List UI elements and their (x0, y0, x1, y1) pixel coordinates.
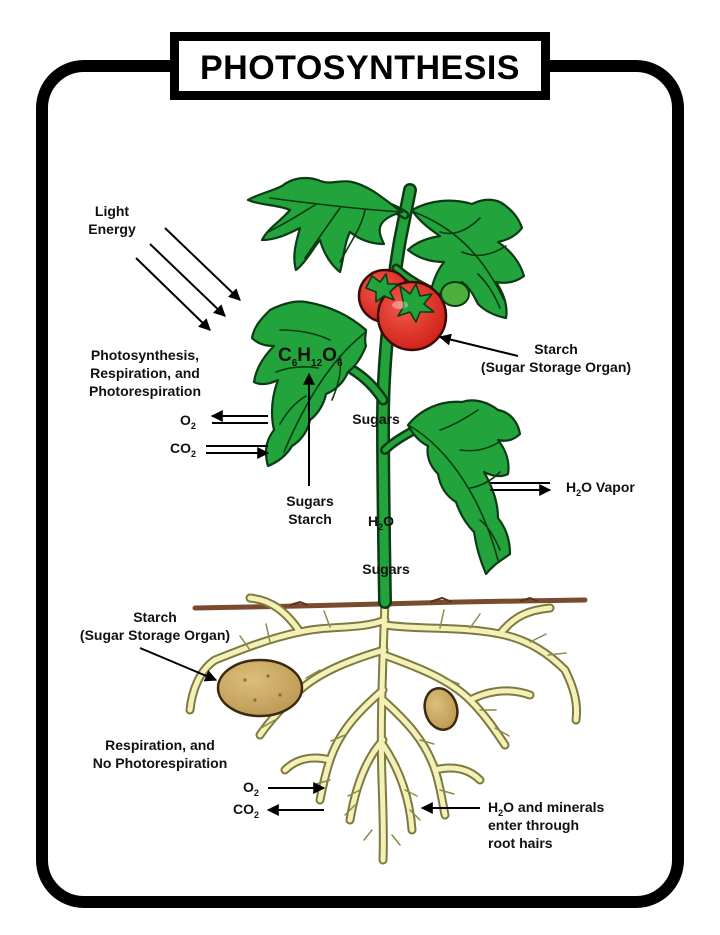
root-respiration-label-line2: No Photorespiration (93, 755, 228, 771)
soil-line-texture (289, 596, 539, 606)
title-box: PHOTOSYNTHESIS (170, 32, 550, 100)
root-water-label-line3: root hairs (488, 835, 553, 851)
glucose-formula: C6H12O6 (278, 345, 343, 369)
process-label-line2: Respiration, and (90, 365, 200, 381)
root-co2-label: CO2 (233, 801, 259, 820)
light-energy-arrows (135, 227, 241, 331)
leaf-o2-arrows (210, 410, 268, 424)
page-title: PHOTOSYNTHESIS (200, 49, 520, 87)
leaf-top-right (406, 198, 526, 320)
process-label-line3: Photorespiration (89, 383, 201, 399)
leaf-starch-label: Starch (288, 511, 332, 527)
stem-water-label: H2O (368, 513, 394, 532)
potato-tuber-small (423, 687, 459, 731)
potato-tuber-large (216, 658, 304, 718)
vapor-arrows (490, 482, 552, 496)
root-water-label-line2: enter through (488, 817, 579, 833)
tomato-fruit (357, 268, 470, 352)
root-system (185, 593, 582, 865)
fruit-starch-label: Starch (534, 341, 578, 357)
leaf-co2-label: CO2 (170, 440, 196, 459)
root-water-label-line1: H2O and minerals (488, 799, 604, 818)
leaf-sugars-label: Sugars (286, 493, 334, 509)
tuber-storage-organ-label: (Sugar Storage Organ) (80, 627, 230, 643)
tuber-starch-label: Starch (133, 609, 177, 625)
root-respiration-label-line1: Respiration, and (105, 737, 215, 753)
tuber-starch-arrow (139, 647, 218, 682)
light-energy-label-line1: Light (95, 203, 130, 219)
light-energy-label-line2: Energy (88, 221, 136, 237)
fruit-storage-organ-label: (Sugar Storage Organ) (481, 359, 631, 375)
root-o2-label: O2 (243, 779, 259, 798)
leaf-top-left (246, 176, 404, 274)
vapor-label: H2O Vapor (566, 479, 635, 498)
stem-sugars-upper-label: Sugars (352, 411, 400, 427)
fruit-starch-arrow (438, 333, 519, 357)
leaf-co2-arrows (206, 445, 270, 459)
leaf-middle-right (406, 399, 522, 576)
stem-sugars-lower-label: Sugars (362, 561, 410, 577)
potato-eyes (243, 674, 282, 702)
process-label-line1: Photosynthesis, (91, 347, 199, 363)
leaf-o2-label: O2 (180, 412, 196, 431)
